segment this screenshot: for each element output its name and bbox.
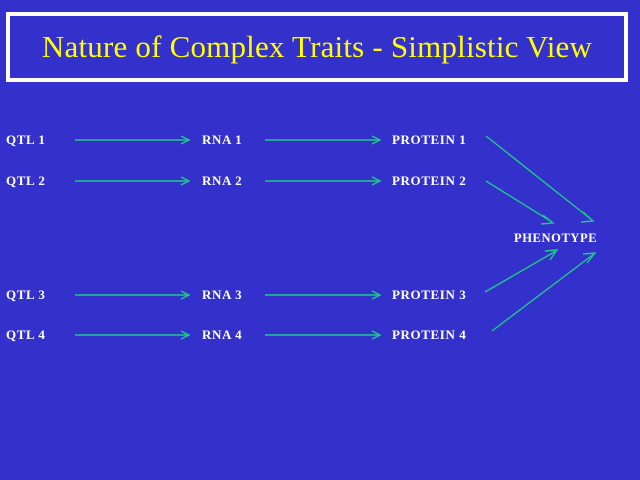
- arrow-protein1-to-phenotype: [485, 135, 595, 223]
- node-protein-4[interactable]: PROTEIN 4: [392, 327, 467, 342]
- node-rna-2[interactable]: RNA 2: [202, 173, 243, 188]
- node-qtl-2[interactable]: QTL 2: [6, 173, 46, 188]
- node-qtl-4[interactable]: QTL 4: [6, 327, 46, 342]
- arrow-rna1-to-protein1: [265, 135, 382, 145]
- node-rna-4[interactable]: RNA 4: [202, 327, 243, 342]
- arrow-qtl4-to-rna4: [75, 330, 191, 340]
- node-rna-3[interactable]: RNA 3: [202, 287, 243, 302]
- node-protein-1[interactable]: PROTEIN 1: [392, 132, 467, 147]
- page-title: Nature of Complex Traits - Simplistic Vi…: [41, 29, 593, 64]
- node-phenotype[interactable]: PHENOTYPE: [514, 231, 598, 245]
- arrow-protein4-to-phenotype: [491, 252, 597, 332]
- arrow-qtl3-to-rna3: [75, 290, 191, 300]
- arrow-qtl1-to-rna1: [75, 135, 191, 145]
- node-protein-3[interactable]: PROTEIN 3: [392, 287, 467, 302]
- arrow-rna3-to-protein3: [265, 290, 382, 300]
- arrow-rna2-to-protein2: [265, 176, 382, 186]
- title-box: Nature of Complex Traits - Simplistic Vi…: [6, 12, 628, 82]
- arrow-protein2-to-phenotype: [485, 180, 555, 225]
- arrow-protein3-to-phenotype: [484, 249, 559, 293]
- arrow-rna4-to-protein4: [265, 330, 382, 340]
- node-qtl-3[interactable]: QTL 3: [6, 287, 46, 302]
- arrow-qtl2-to-rna2: [75, 176, 191, 186]
- node-qtl-1[interactable]: QTL 1: [6, 132, 46, 147]
- node-rna-1[interactable]: RNA 1: [202, 132, 243, 147]
- node-protein-2[interactable]: PROTEIN 2: [392, 173, 467, 188]
